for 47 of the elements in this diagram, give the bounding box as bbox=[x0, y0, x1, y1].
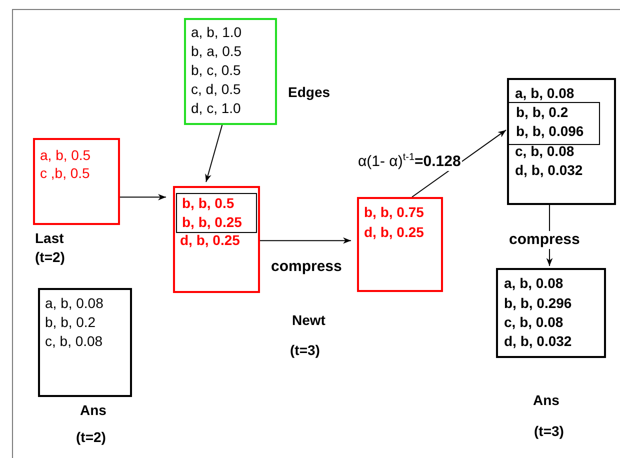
data-box bbox=[173, 186, 260, 293]
record-text: b, b, 0.75 bbox=[364, 204, 424, 221]
record-text: c ,b, 0.5 bbox=[40, 165, 90, 182]
stage-label: Newt bbox=[292, 312, 326, 329]
record-text: b, b, 0.2 bbox=[516, 104, 568, 121]
data-box bbox=[507, 78, 616, 205]
record-text: b, b, 0.25 bbox=[182, 214, 242, 231]
data-box bbox=[357, 197, 443, 292]
record-text: a, b, 0.08 bbox=[515, 85, 574, 102]
box-caption: Last bbox=[35, 230, 64, 247]
record-text: b, c, 0.5 bbox=[191, 62, 241, 79]
record-text: b, b, 0.096 bbox=[516, 123, 584, 140]
box-caption: (t=2) bbox=[35, 249, 65, 266]
box-caption: Ans bbox=[533, 392, 560, 409]
edge-label: compress bbox=[508, 231, 581, 249]
arrow bbox=[412, 130, 506, 198]
record-text: a, b, 0.08 bbox=[45, 295, 104, 312]
box-caption: (t=3) bbox=[534, 423, 564, 440]
record-text: c, b, 0.08 bbox=[45, 333, 103, 350]
record-text: b, a, 0.5 bbox=[191, 43, 242, 60]
record-text: a, b, 0.08 bbox=[504, 275, 564, 292]
record-text: d, b, 0.032 bbox=[504, 333, 572, 350]
data-box bbox=[33, 138, 120, 225]
box-caption: Edges bbox=[288, 84, 330, 101]
highlight-box bbox=[508, 102, 600, 145]
record-text: b, b, 0.5 bbox=[182, 195, 234, 212]
data-box bbox=[496, 268, 606, 358]
arrow bbox=[260, 237, 352, 244]
stage-label: (t=3) bbox=[290, 342, 320, 359]
record-text: b, b, 0.2 bbox=[45, 314, 96, 331]
record-text: a, b, 0.5 bbox=[40, 147, 91, 164]
record-text: b, b, 0.296 bbox=[504, 295, 572, 312]
record-text: d, c, 1.0 bbox=[191, 100, 241, 117]
record-text: a, b, 1.0 bbox=[191, 24, 242, 41]
arrow bbox=[120, 194, 166, 200]
box-caption: Ans bbox=[80, 402, 106, 419]
record-text: d, b, 0.25 bbox=[180, 232, 240, 249]
record-text: d, b, 0.25 bbox=[364, 224, 424, 241]
record-text: c, d, 0.5 bbox=[191, 81, 241, 98]
box-caption: (t=2) bbox=[76, 429, 106, 446]
record-text: c, b, 0.08 bbox=[504, 314, 564, 331]
record-text: d, b, 0.032 bbox=[515, 162, 583, 179]
data-box bbox=[184, 18, 277, 125]
record-text: c, b, 0.08 bbox=[515, 143, 574, 160]
highlight-box bbox=[176, 193, 257, 233]
data-box bbox=[38, 288, 132, 397]
arrow bbox=[205, 124, 223, 182]
